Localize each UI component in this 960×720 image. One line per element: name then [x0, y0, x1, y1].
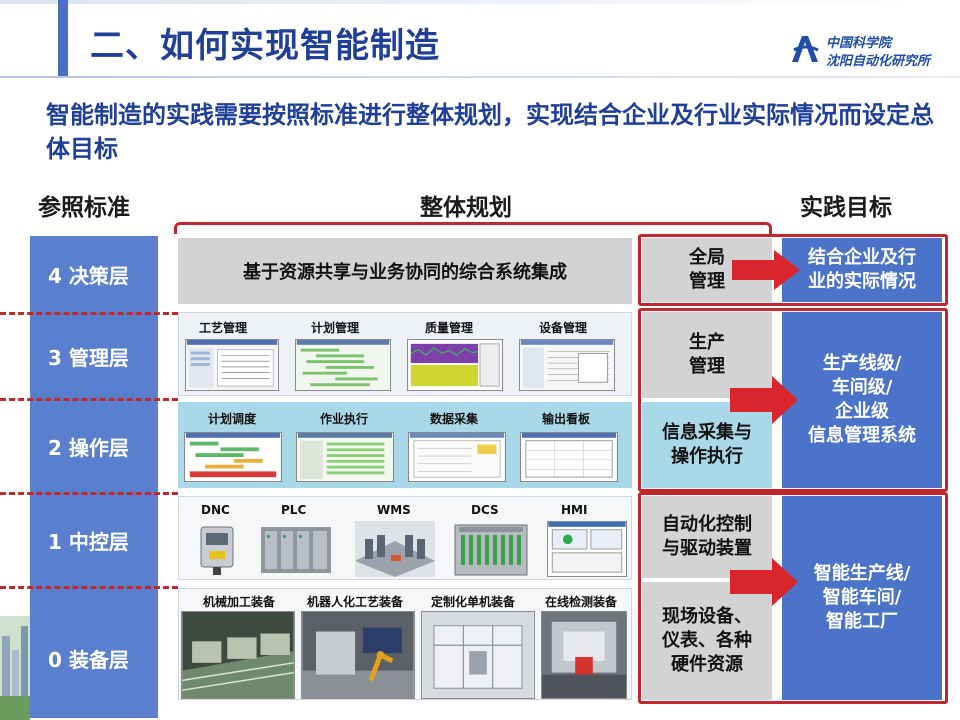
equip-label-custom: 定制化单机装备 [431, 595, 516, 609]
box-info-collection-text: 信息采集与 操作执行 [662, 422, 752, 467]
layer-operation: 2 操作层 [48, 435, 129, 460]
target-info-systems-text: 生产线级/ 车间级/ 企业级 信息管理系统 [808, 353, 916, 446]
box-global-management: 全局 管理 [642, 238, 772, 302]
screenshot-equipment-management [519, 339, 615, 391]
layer-management: 3 管理层 [48, 345, 129, 370]
arrow-right-icon [732, 250, 800, 290]
panel-equipment: 机械加工装备 机器人化工艺装备 定制化单机装备 在线检测装备 [178, 588, 632, 700]
box-field-devices-text: 现场设备、 仪表、各种 硬件资源 [662, 606, 752, 675]
panel-management: 工艺管理 计划管理 质量管理 设备管理 [178, 312, 632, 396]
planning-bracket [174, 222, 772, 234]
plc-device-image [259, 521, 333, 577]
column-header-reference: 参照标准 [38, 195, 130, 221]
skyline-decoration [0, 616, 30, 720]
photo-inspection-equipment [541, 611, 627, 699]
layer-separator [0, 312, 178, 315]
screenshot-dashboard [520, 432, 618, 482]
box-field-devices: 现场设备、 仪表、各种 硬件资源 [642, 582, 772, 700]
mgmt-label-process: 工艺管理 [199, 321, 248, 335]
op-label-data-collection: 数据采集 [430, 412, 479, 426]
logo-text-institute: 沈阳自动化研究所 [826, 54, 931, 69]
op-label-dashboard: 输出看板 [542, 412, 591, 426]
frame-equipment-goal [638, 492, 948, 704]
panel-control: DNC PLC WMS DCS HMI [178, 496, 632, 580]
frame-management-goal [638, 308, 948, 492]
equip-label-inspection: 在线检测装备 [545, 595, 618, 609]
panel-operation: 计划调度 作业执行 数据采集 输出看板 [178, 402, 632, 488]
photo-robotic-equipment [301, 611, 415, 699]
ctrl-label-dnc: DNC [201, 503, 230, 517]
ctrl-label-dcs: DCS [471, 503, 499, 517]
panel-decision: 基于资源共享与业务协同的综合系统集成 [178, 238, 632, 304]
target-enterprise-reality: 结合企业及行 业的实际情况 [782, 238, 942, 302]
box-production-management-text: 生产 管理 [689, 332, 725, 377]
dnc-device-image [189, 521, 245, 577]
target-info-systems: 生产线级/ 车间级/ 企业级 信息管理系统 [782, 312, 942, 488]
screenshot-process-management [185, 339, 279, 391]
screenshot-execution [296, 432, 394, 482]
box-production-management: 生产 管理 [642, 312, 772, 398]
layer-decision: 4 决策层 [48, 263, 129, 288]
slide-title: 二、如何实现智能制造 [90, 26, 440, 66]
mgmt-label-equipment: 设备管理 [539, 321, 588, 335]
column-header-goal: 实践目标 [800, 195, 892, 221]
wms-system-image [355, 521, 435, 577]
column-header-planning: 整体规划 [420, 195, 512, 221]
equip-label-machining: 机械加工装备 [203, 595, 276, 609]
institute-emblem-icon [792, 36, 819, 62]
screenshot-quality-management [407, 339, 503, 391]
layer-separator [0, 398, 178, 401]
title-accent-bar [58, 0, 68, 76]
panel-decision-text: 基于资源共享与业务协同的综合系统集成 [243, 262, 567, 283]
box-automation-control-text: 自动化控制 与驱动装置 [662, 514, 752, 559]
layer-equipment: 0 装备层 [48, 647, 129, 672]
target-smart-factory: 智能生产线/ 智能车间/ 智能工厂 [782, 496, 942, 700]
photo-machining-equipment [181, 611, 295, 699]
box-automation-control: 自动化控制 与驱动装置 [642, 496, 772, 578]
layer-control: 1 中控层 [48, 529, 129, 554]
arrow-right-icon [730, 558, 798, 606]
op-label-scheduling: 计划调度 [208, 412, 257, 426]
top-accent [0, 0, 960, 4]
box-global-management-text: 全局 管理 [689, 247, 725, 292]
screenshot-plan-management [295, 339, 391, 391]
screenshot-scheduling [184, 432, 282, 482]
hmi-screen-image [547, 521, 627, 577]
title-divider [0, 76, 960, 78]
target-enterprise-reality-text: 结合企业及行 业的实际情况 [808, 247, 916, 292]
ctrl-label-hmi: HMI [561, 503, 588, 517]
equip-label-robotic: 机器人化工艺装备 [307, 595, 404, 609]
arrow-right-icon [730, 376, 798, 424]
slide-subtitle: 智能制造的实践需要按照标准进行整体规划，实现结合企业及行业实际情况而设定总体目标 [46, 101, 934, 163]
photo-custom-equipment [421, 611, 535, 699]
op-label-execution: 作业执行 [320, 412, 369, 426]
mgmt-label-plan: 计划管理 [311, 321, 360, 335]
dcs-cabinet-image [451, 521, 531, 577]
mgmt-label-quality: 质量管理 [425, 321, 474, 335]
logo-text-cas: 中国科学院 [826, 36, 892, 51]
institute-logo: 中国科学院 沈阳自动化研究所 [788, 32, 930, 72]
layer-separator [0, 492, 178, 495]
layer-column [30, 236, 158, 718]
screenshot-data-collection [408, 432, 506, 482]
frame-decision-goal [638, 234, 948, 306]
target-smart-factory-text: 智能生产线/ 智能车间/ 智能工厂 [813, 563, 911, 632]
ctrl-label-plc: PLC [281, 503, 307, 517]
box-info-collection: 信息采集与 操作执行 [642, 402, 772, 488]
ctrl-label-wms: WMS [377, 503, 411, 517]
layer-separator [0, 586, 178, 589]
